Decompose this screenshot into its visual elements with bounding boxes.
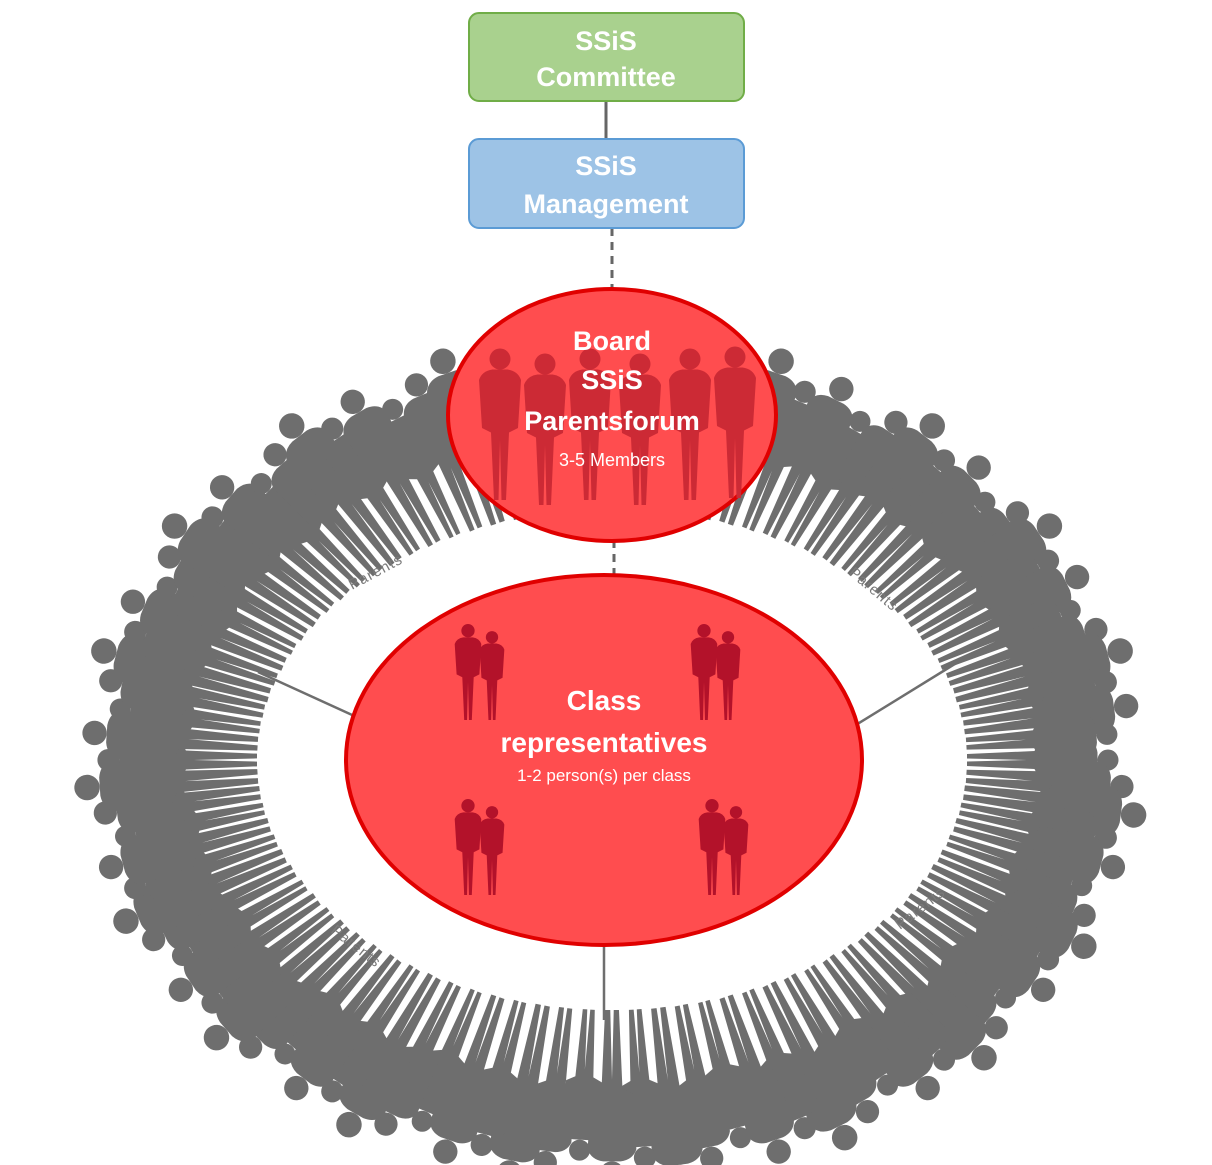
board-line1: Board	[573, 326, 651, 356]
parent-silhouette	[263, 443, 383, 577]
parent-silhouette	[321, 964, 421, 1103]
parent-silhouette	[161, 513, 321, 628]
class-reps-line1: Class	[567, 685, 642, 716]
parent-silhouette	[203, 919, 350, 1051]
parent-silhouette	[965, 714, 1118, 757]
parent-silhouette	[889, 907, 1017, 1009]
class-rep-silhouette	[723, 806, 749, 895]
parent-silhouette	[742, 988, 817, 1140]
board-circle: Board SSiS Parentsforum 3-5 Members	[446, 287, 778, 543]
parent-silhouette	[171, 879, 308, 966]
board-member-silhouette	[619, 353, 661, 505]
committee-line2: Committee	[536, 62, 676, 92]
parent-silhouette	[762, 376, 854, 539]
parent-silhouette	[783, 973, 880, 1124]
management-line1: SSiS	[575, 151, 637, 181]
class-rep-silhouette	[454, 624, 482, 720]
class-reps-sub: 1-2 person(s) per class	[517, 766, 691, 785]
parent-silhouette	[340, 389, 441, 547]
board-line2: SSiS	[581, 365, 643, 395]
class-rep-silhouette	[479, 631, 505, 720]
class-rep-silhouette	[454, 799, 482, 895]
board-members-count: 3-5 Members	[559, 450, 665, 470]
parent-silhouette	[336, 972, 441, 1138]
class-rep-silhouette	[479, 806, 505, 895]
parent-silhouette	[916, 549, 1060, 641]
class-rep-silhouette	[698, 799, 726, 895]
parent-silhouette	[284, 954, 402, 1101]
parent-silhouette	[822, 954, 940, 1101]
parent-silhouette	[804, 964, 899, 1096]
parent-silhouette	[719, 994, 794, 1164]
parent-silhouette	[858, 455, 991, 589]
management-line2: Management	[523, 189, 688, 219]
parent-silhouette	[168, 893, 321, 1002]
class-reps-circle: Class representatives 1-2 person(s) per …	[344, 573, 864, 947]
parent-silhouette	[403, 373, 483, 532]
parent-silhouette	[321, 417, 421, 556]
board-member-silhouette	[524, 353, 566, 505]
parent-silhouette	[822, 413, 945, 567]
parent-silhouette	[201, 506, 335, 613]
class-reps-silhouettes	[454, 624, 749, 895]
board-member-silhouette	[479, 348, 521, 500]
parent-silhouette	[889, 501, 1030, 614]
board-member-silhouette	[569, 348, 611, 500]
board-member-silhouette	[714, 346, 756, 498]
board-line3: Parentsforum	[524, 406, 700, 436]
parent-silhouette	[209, 475, 350, 601]
board-silhouettes	[479, 346, 756, 505]
parent-silhouette	[274, 944, 383, 1065]
parent-silhouette	[250, 473, 366, 588]
parent-silhouette	[201, 907, 335, 1014]
parent-silhouette	[841, 943, 956, 1071]
parent-silhouette	[762, 980, 858, 1151]
parent-silhouette	[874, 491, 996, 600]
class-rep-silhouette	[715, 631, 741, 720]
parent-silhouette	[857, 931, 997, 1071]
committee-box: SSiS Committee	[468, 12, 745, 102]
parent-silhouette	[382, 398, 461, 539]
parent-silhouette	[874, 919, 1008, 1040]
management-box: SSiS Management	[468, 138, 745, 229]
parent-silhouette	[903, 513, 1063, 628]
parent-silhouette	[927, 564, 1090, 656]
committee-line1: SSiS	[575, 26, 637, 56]
parent-silhouette	[113, 848, 287, 935]
parent-silhouette	[784, 410, 871, 547]
parent-silhouette	[903, 893, 1056, 1002]
parent-silhouette	[279, 413, 402, 567]
class-rep-silhouette	[690, 624, 718, 720]
class-reps-line2: representatives	[500, 727, 707, 758]
board-member-silhouette	[669, 348, 711, 500]
